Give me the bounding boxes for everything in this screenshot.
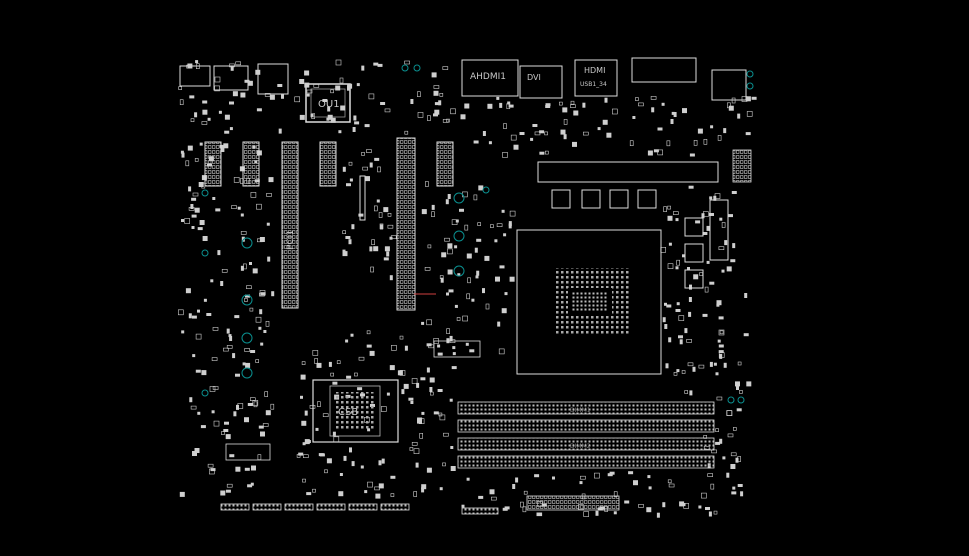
chip-label: CSB	[338, 407, 358, 418]
mounting-holes	[201, 64, 754, 404]
hdmi-label: HDMI	[584, 66, 605, 75]
usb-label: USB1_34	[580, 81, 607, 88]
dvi-label: DVI	[527, 73, 541, 82]
bottom-headers	[220, 149, 752, 515]
rear-io-connectors	[179, 57, 747, 101]
pci-label: PCI1	[286, 230, 296, 250]
dimm2-label: DIMM2	[570, 443, 591, 450]
vrm-section	[537, 161, 729, 289]
cpu-socket[interactable]	[516, 229, 662, 375]
dimm-slots	[457, 401, 715, 469]
dimm1-label: DIMM1	[570, 407, 591, 414]
ou1-label: OU1	[318, 99, 340, 110]
chipset[interactable]: CSB	[312, 379, 399, 443]
ahdmi1-label: AHDMI1	[470, 72, 506, 82]
expansion-slots	[204, 137, 454, 311]
